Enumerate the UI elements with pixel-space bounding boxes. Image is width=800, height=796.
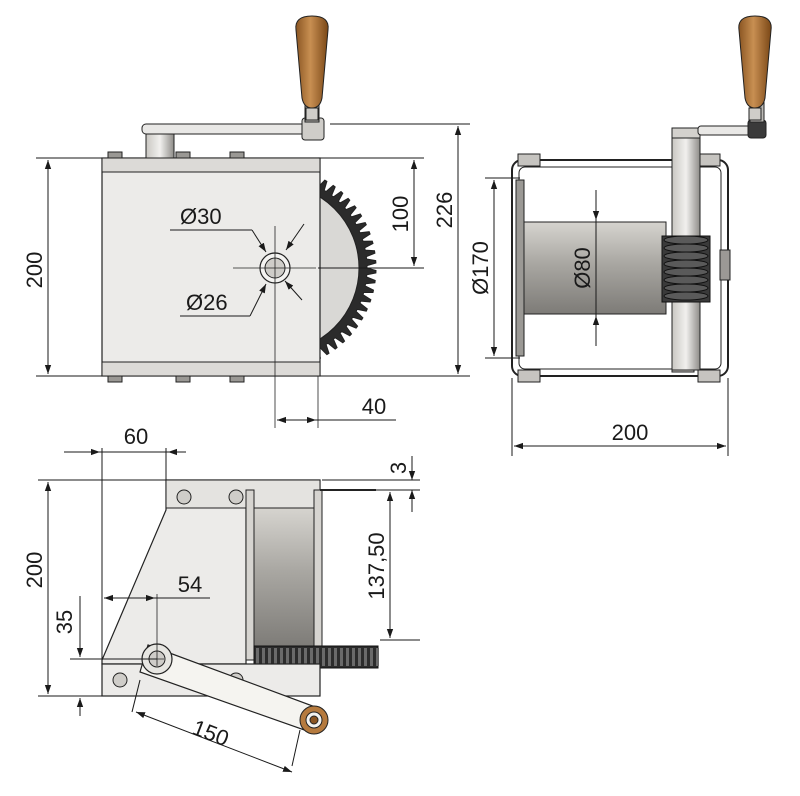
gear-tooth: [340, 648, 343, 666]
dim-side-flange: Ø170: [468, 241, 493, 295]
bolts-front: [107, 151, 245, 383]
gear-tooth: [364, 648, 367, 666]
crank-handle: [295, 15, 329, 109]
gear-tooth: [274, 648, 277, 666]
crank-arm: [141, 123, 323, 135]
dim-bottom-crank-length: 150: [189, 715, 232, 751]
dim-front-height: 200: [22, 252, 47, 289]
gear-tooth: [334, 648, 337, 666]
front-view: [101, 15, 377, 428]
worm-thread: [663, 243, 709, 253]
worm-thread: [663, 275, 709, 285]
gear-tooth: [298, 648, 301, 666]
gear-tooth: [370, 648, 373, 666]
gear-tooth: [322, 648, 325, 666]
side-dimensions: Ø170 Ø80 200: [468, 177, 729, 456]
gear-tooth: [304, 648, 307, 666]
drum: [523, 221, 667, 315]
dim-front-upper: 100: [388, 196, 413, 233]
dim-hole-outer: Ø30: [180, 204, 222, 229]
dim-bottom-top-width: 60: [124, 424, 148, 449]
front-dimensions: 200 Ø30 Ø26 100 226 40: [22, 123, 470, 424]
worm-thread: [663, 283, 709, 293]
worm-thread: [663, 267, 709, 277]
worm-thread: [663, 291, 709, 301]
bottom-gear: [253, 645, 379, 669]
side-crank-handle: [738, 15, 772, 109]
gear-tooth: [292, 648, 295, 666]
gear-tooth: [352, 648, 355, 666]
gear-tooth: [310, 648, 313, 666]
gear-tooth: [328, 648, 331, 666]
gear-tooth: [280, 648, 283, 666]
dim-bottom-thickness: 3: [386, 462, 411, 474]
dim-bottom-height: 200: [22, 552, 47, 589]
bottom-view: [101, 479, 379, 735]
gear-tooth: [316, 648, 319, 666]
dim-front-total: 226: [432, 192, 457, 229]
bottom-drum: [253, 507, 317, 649]
gear-tooth: [256, 648, 259, 666]
dim-bottom-axis: 137,50: [364, 532, 389, 599]
dim-bottom-crank-offset: 54: [178, 572, 202, 597]
worm-thread: [663, 235, 709, 245]
gear-tooth: [376, 648, 379, 666]
worm-gear: [661, 235, 711, 303]
dim-front-offset: 40: [362, 394, 386, 419]
dim-bottom-crank-axis: 35: [52, 610, 77, 634]
dim-side-drum: Ø80: [570, 247, 595, 289]
dim-hole-inner: Ø26: [186, 290, 228, 315]
gear-tooth: [286, 648, 289, 666]
gear-tooth: [262, 648, 265, 666]
gear-tooth: [346, 648, 349, 666]
worm-thread: [663, 259, 709, 269]
gear-tooth: [268, 648, 271, 666]
gear-tooth: [358, 648, 361, 666]
worm-thread: [663, 251, 709, 261]
dim-side-width: 200: [612, 420, 649, 445]
side-view: [511, 15, 772, 383]
